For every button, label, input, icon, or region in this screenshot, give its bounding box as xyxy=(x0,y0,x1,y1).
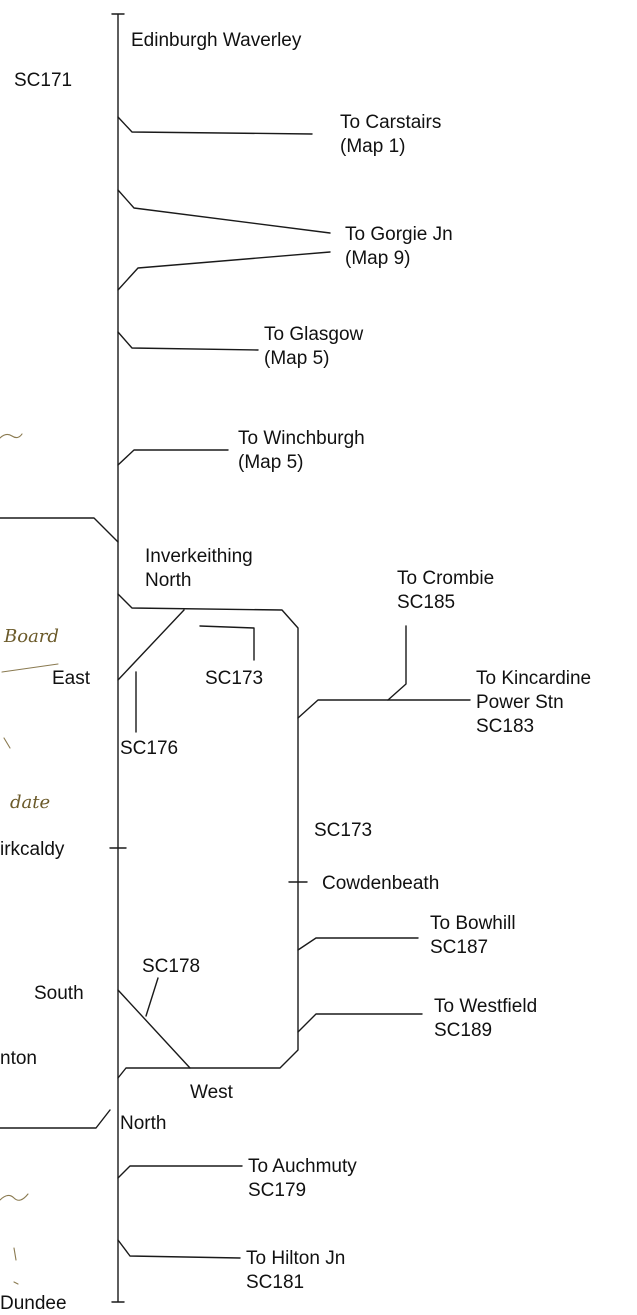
label-east: East xyxy=(52,668,91,689)
label-bowhill-line1: To Bowhill xyxy=(430,913,516,934)
handwriting-scribble-3 xyxy=(0,1193,29,1201)
branch-glasgow xyxy=(117,331,259,351)
connector-sc178 xyxy=(145,977,159,1017)
branch-hilton xyxy=(117,1239,241,1259)
label-south: South xyxy=(34,983,84,1004)
label-sc171: SC171 xyxy=(14,70,72,91)
branch-kincardine xyxy=(297,699,471,719)
label-kincardine-line1: To Kincardine xyxy=(476,668,591,689)
label-cowdenbeath: Cowdenbeath xyxy=(322,873,439,894)
branch-west-lower xyxy=(0,1109,111,1129)
label-dundee: Dundee xyxy=(0,1293,67,1314)
label-sc173-lower: SC173 xyxy=(314,820,372,841)
branch-carstairs xyxy=(117,116,313,135)
label-inverkeithing-line1: Inverkeithing xyxy=(145,546,253,567)
connector-sc173 xyxy=(199,625,255,661)
handwriting-board: Board xyxy=(3,626,59,647)
handwriting-scribble-1 xyxy=(0,433,23,439)
label-west: West xyxy=(190,1082,234,1103)
label-edinburgh-waverley: Edinburgh Waverley xyxy=(131,30,302,51)
label-bowhill-line2: SC187 xyxy=(430,937,488,958)
loop-north-curve xyxy=(117,593,299,1079)
branch-west-edge xyxy=(0,517,119,543)
label-winchburgh-line2: (Map 5) xyxy=(238,452,303,473)
handwriting-scribble-2 xyxy=(3,737,11,749)
label-westfield-line1: To Westfield xyxy=(434,996,537,1017)
label-kincardine-line2: Power Stn xyxy=(476,692,564,713)
label-winchburgh-line1: To Winchburgh xyxy=(238,428,365,449)
chord-east xyxy=(117,609,185,681)
branch-crombie xyxy=(387,625,407,701)
label-sc176: SC176 xyxy=(120,738,178,759)
label-glasgow-line2: (Map 5) xyxy=(264,348,329,369)
label-westfield-line2: SC189 xyxy=(434,1020,492,1041)
label-crombie-line2: SC185 xyxy=(397,592,455,613)
branch-auchmuty xyxy=(117,1165,243,1179)
label-glasgow-line1: To Glasgow xyxy=(264,324,364,345)
chord-south xyxy=(117,989,191,1069)
label-hilton-line2: SC181 xyxy=(246,1272,304,1293)
label-carstairs-line2: (Map 1) xyxy=(340,136,405,157)
branch-gorgie-lower xyxy=(117,251,331,291)
branch-bowhill xyxy=(297,937,419,951)
label-auchmuty-line1: To Auchmuty xyxy=(248,1156,357,1177)
label-inverkeithing-line2: North xyxy=(145,570,191,591)
label-gorgie-line2: (Map 9) xyxy=(345,248,410,269)
branch-winchburgh xyxy=(117,449,229,466)
label-hilton-line1: To Hilton Jn xyxy=(246,1248,345,1269)
label-anton: nton xyxy=(0,1048,37,1069)
label-crombie-line1: To Crombie xyxy=(397,568,494,589)
branch-gorgie-upper xyxy=(117,189,331,234)
label-auchmuty-line2: SC179 xyxy=(248,1180,306,1201)
main-line xyxy=(111,13,125,1303)
branch-westfield xyxy=(297,1013,423,1033)
label-north: North xyxy=(120,1113,166,1134)
handwriting-scribble-4 xyxy=(13,1247,19,1285)
label-carstairs-line1: To Carstairs xyxy=(340,112,441,133)
handwriting-underline xyxy=(1,663,59,673)
label-kirkcaldy: irkcaldy xyxy=(0,839,65,860)
label-sc178: SC178 xyxy=(142,956,200,977)
handwriting-date: date xyxy=(10,792,50,813)
label-gorgie-line1: To Gorgie Jn xyxy=(345,224,453,245)
label-kincardine-line3: SC183 xyxy=(476,716,534,737)
label-sc173-upper: SC173 xyxy=(205,668,263,689)
